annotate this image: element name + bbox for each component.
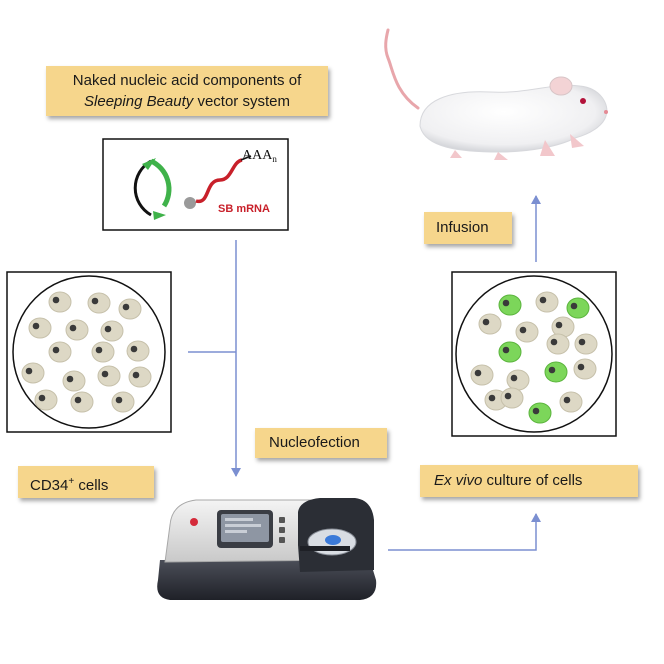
cell-icon <box>500 387 524 409</box>
transfected-cell-icon <box>498 341 522 363</box>
transfected-cell-icon <box>566 297 590 319</box>
transfected-cell-icon <box>528 402 552 424</box>
cell-icon <box>111 391 135 413</box>
device-button-icon <box>279 517 285 523</box>
cell-icon <box>100 320 124 342</box>
cell-icon <box>559 391 583 413</box>
cell-icon <box>470 364 494 386</box>
sb-mrna-strand-icon: AAAn SB mRNA <box>195 148 277 215</box>
vector-system-text: vector system <box>193 93 290 110</box>
cell-icon <box>126 340 150 362</box>
cell-icon <box>91 341 115 363</box>
sb-mrna-label: SB mRNA <box>218 203 270 215</box>
nucleofection-text: Nucleofection <box>269 434 360 451</box>
poly-a-tail-label: AAAn <box>242 148 277 164</box>
mouse-eye-icon <box>580 98 586 104</box>
cd34-text: CD34 <box>30 477 69 494</box>
cell-icon <box>574 333 598 355</box>
cd34-superscript: + <box>68 476 75 487</box>
cell-icon <box>97 365 121 387</box>
flow-arrows <box>188 195 541 551</box>
transfected-cell-icon <box>544 361 568 383</box>
cell-icon <box>21 362 45 384</box>
cell-icon <box>535 291 559 313</box>
cell-icon <box>551 316 575 338</box>
vector-label-line2: Sleeping Beauty vector system <box>46 91 328 112</box>
infusion-label: Infusion <box>424 212 512 244</box>
culture-text: culture of cells <box>482 472 583 489</box>
cell-icon <box>515 321 539 343</box>
cell-icon <box>34 389 58 411</box>
cell-icon <box>573 358 597 380</box>
circular-plasmid-icon <box>133 158 196 220</box>
cell-icon <box>118 298 142 320</box>
cell-icon <box>28 317 52 339</box>
to-culture-arrow <box>388 513 541 551</box>
sleeping-beauty-text: Sleeping Beauty <box>84 93 194 110</box>
cell-icon <box>478 313 502 335</box>
transfected-cell-icon <box>498 294 522 316</box>
plasmid-bead-icon <box>184 197 196 209</box>
ex-vivo-text: Ex vivo <box>434 472 483 489</box>
cell-icon <box>87 292 111 314</box>
cell-icon <box>65 319 89 341</box>
cells-text: cells <box>74 477 109 494</box>
ex-vivo-culture-label: Ex vivo culture of cells <box>420 465 638 497</box>
white-mouse-icon <box>384 28 608 160</box>
vector-components-label: Naked nucleic acid components of Sleepin… <box>46 66 328 116</box>
cell-icon <box>546 333 570 355</box>
cell-icon <box>62 370 86 392</box>
nucleofection-label: Nucleofection <box>255 428 387 458</box>
ex-vivo-cell-panel <box>451 271 617 437</box>
cell-icon <box>70 391 94 413</box>
cuvette-icon <box>325 535 341 545</box>
infusion-text: Infusion <box>436 219 489 236</box>
mouse-ear-icon <box>549 76 573 96</box>
nucleofector-device-icon <box>157 498 377 600</box>
cell-icon <box>48 291 72 313</box>
cell-icon <box>128 366 152 388</box>
cell-icon <box>506 369 530 391</box>
cd34-cell-panel <box>6 271 172 433</box>
vector-box: AAAn SB mRNA <box>102 138 289 231</box>
cell-icon <box>48 341 72 363</box>
power-led-icon <box>190 518 198 526</box>
cd34-cells-label: CD34+ cells <box>18 466 154 498</box>
vector-label-line1: Naked nucleic acid components of <box>72 72 302 89</box>
